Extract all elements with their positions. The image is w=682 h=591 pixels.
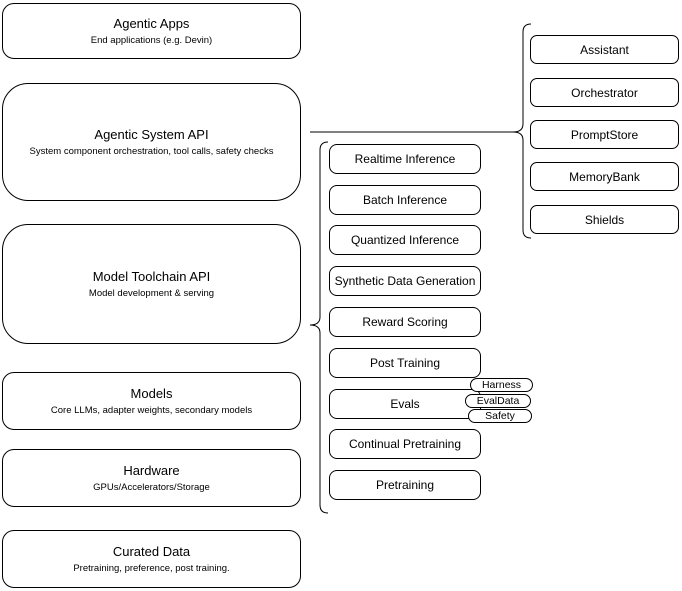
- box-subtitle: GPUs/Accelerators/Storage: [93, 481, 210, 493]
- box-model-toolchain-api: Model Toolchain API Model development & …: [2, 224, 301, 344]
- node-realtime-inference: Realtime Inference: [329, 144, 481, 174]
- node-reward-scoring: Reward Scoring: [329, 307, 481, 337]
- tag-evaldata: EvalData: [465, 394, 531, 408]
- node-orchestrator: Orchestrator: [530, 78, 679, 107]
- box-title: Hardware: [123, 462, 180, 478]
- box-title: Agentic Apps: [113, 15, 190, 31]
- toolchain-brace: [309, 141, 329, 514]
- system-components-brace: [512, 23, 532, 239]
- box-title: Model Toolchain API: [92, 268, 211, 284]
- box-title: Agentic System API: [94, 126, 209, 142]
- node-pretraining: Pretraining: [329, 470, 481, 500]
- box-subtitle: Core LLMs, adapter weights, secondary mo…: [50, 404, 253, 416]
- node-synthetic-data-generation: Synthetic Data Generation: [329, 266, 481, 296]
- node-memorybank: MemoryBank: [530, 162, 679, 191]
- box-subtitle: Model development & serving: [88, 287, 215, 299]
- tag-safety: Safety: [468, 409, 532, 423]
- node-batch-inference: Batch Inference: [329, 185, 481, 215]
- box-models: Models Core LLMs, adapter weights, secon…: [2, 372, 301, 430]
- node-evals: Evals: [329, 389, 481, 419]
- box-title: Models: [130, 385, 173, 401]
- box-hardware: Hardware GPUs/Accelerators/Storage: [2, 449, 301, 507]
- node-quantized-inference: Quantized Inference: [329, 225, 481, 255]
- node-post-training: Post Training: [329, 348, 481, 378]
- box-curated-data: Curated Data Pretraining, preference, po…: [2, 530, 301, 588]
- box-title: Curated Data: [112, 543, 191, 559]
- box-subtitle: System component orchestration, tool cal…: [29, 145, 274, 157]
- node-shields: Shields: [530, 205, 679, 234]
- box-subtitle: Pretraining, preference, post training.: [73, 562, 230, 574]
- node-assistant: Assistant: [530, 35, 679, 64]
- tag-harness: Harness: [470, 378, 533, 392]
- box-subtitle: End applications (e.g. Devin): [90, 34, 213, 46]
- box-agentic-apps: Agentic Apps End applications (e.g. Devi…: [2, 3, 301, 59]
- box-agentic-system-api: Agentic System API System component orch…: [2, 83, 301, 201]
- node-continual-pretraining: Continual Pretraining: [329, 429, 481, 459]
- node-promptstore: PromptStore: [530, 120, 679, 149]
